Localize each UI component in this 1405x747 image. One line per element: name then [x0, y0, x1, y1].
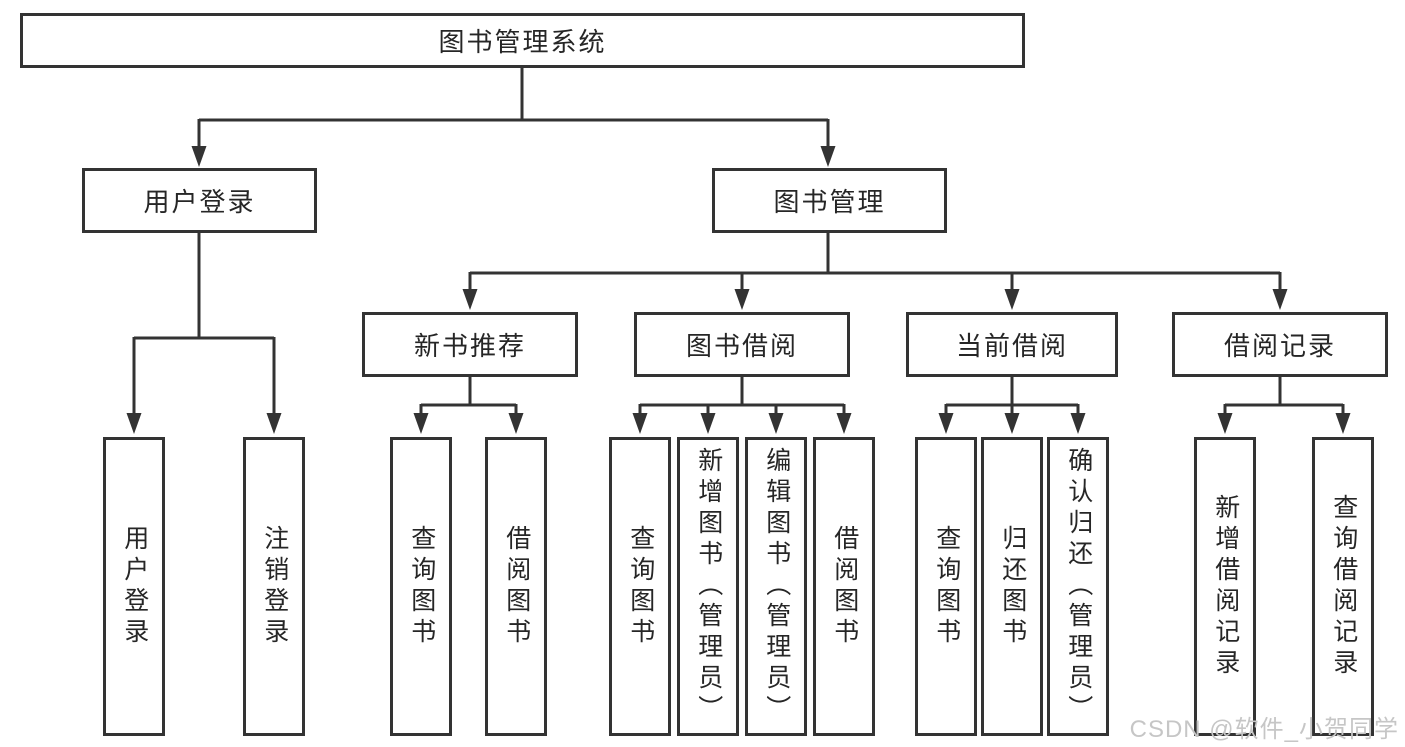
leaf-current-return-books-label: 归还图书 — [998, 524, 1027, 649]
node-current-borrowing: 当前借阅 — [906, 312, 1118, 377]
node-book-management: 图书管理 — [712, 168, 947, 233]
leaf-records-query-record: 查询借阅记录 — [1312, 437, 1374, 736]
node-book-borrowing-label: 图书借阅 — [685, 331, 798, 361]
leaf-user-login: 用户登录 — [103, 437, 165, 736]
node-new-book-recommendation-label: 新书推荐 — [413, 331, 526, 361]
leaf-borrowing-edit-book-admin-label: 编辑图书（管理员） — [762, 447, 791, 726]
node-user-login-branch-label: 用户登录 — [143, 187, 256, 217]
leaf-logout: 注销登录 — [243, 437, 305, 736]
node-user-login-branch: 用户登录 — [82, 168, 317, 233]
leaf-current-query-books-label: 查询图书 — [932, 524, 961, 649]
leaf-logout-label: 注销登录 — [260, 524, 289, 649]
node-library-system-label: 图书管理系统 — [438, 27, 607, 57]
leaf-recommend-query-books: 查询图书 — [390, 437, 452, 736]
leaf-records-query-record-label: 查询借阅记录 — [1329, 493, 1358, 680]
node-borrowing-records-label: 借阅记录 — [1223, 331, 1336, 361]
leaf-recommend-query-books-label: 查询图书 — [407, 524, 436, 649]
leaf-user-login-label: 用户登录 — [120, 524, 149, 649]
leaf-borrowing-add-book-admin: 新增图书（管理员） — [677, 437, 739, 736]
node-new-book-recommendation: 新书推荐 — [362, 312, 578, 377]
leaf-records-add-record: 新增借阅记录 — [1194, 437, 1256, 736]
leaf-borrowing-query-books: 查询图书 — [609, 437, 671, 736]
leaf-borrowing-borrow-books-label: 借阅图书 — [830, 524, 859, 649]
leaf-recommend-borrow-books: 借阅图书 — [485, 437, 547, 736]
node-book-borrowing: 图书借阅 — [634, 312, 850, 377]
leaf-records-add-record-label: 新增借阅记录 — [1211, 493, 1240, 680]
leaf-borrowing-borrow-books: 借阅图书 — [813, 437, 875, 736]
leaf-current-confirm-return-admin: 确认归还（管理员） — [1047, 437, 1109, 736]
node-book-management-label: 图书管理 — [773, 187, 886, 217]
watermark: CSDN @软件_小贺同学 — [1129, 716, 1399, 743]
node-borrowing-records: 借阅记录 — [1172, 312, 1388, 377]
leaf-borrowing-edit-book-admin: 编辑图书（管理员） — [745, 437, 807, 736]
leaf-current-query-books: 查询图书 — [915, 437, 977, 736]
node-current-borrowing-label: 当前借阅 — [955, 331, 1068, 361]
leaf-borrowing-add-book-admin-label: 新增图书（管理员） — [694, 447, 723, 726]
leaf-recommend-borrow-books-label: 借阅图书 — [502, 524, 531, 649]
leaf-current-return-books: 归还图书 — [981, 437, 1043, 736]
node-library-system: 图书管理系统 — [20, 13, 1025, 68]
leaf-current-confirm-return-admin-label: 确认归还（管理员） — [1064, 447, 1093, 726]
leaf-borrowing-query-books-label: 查询图书 — [626, 524, 655, 649]
